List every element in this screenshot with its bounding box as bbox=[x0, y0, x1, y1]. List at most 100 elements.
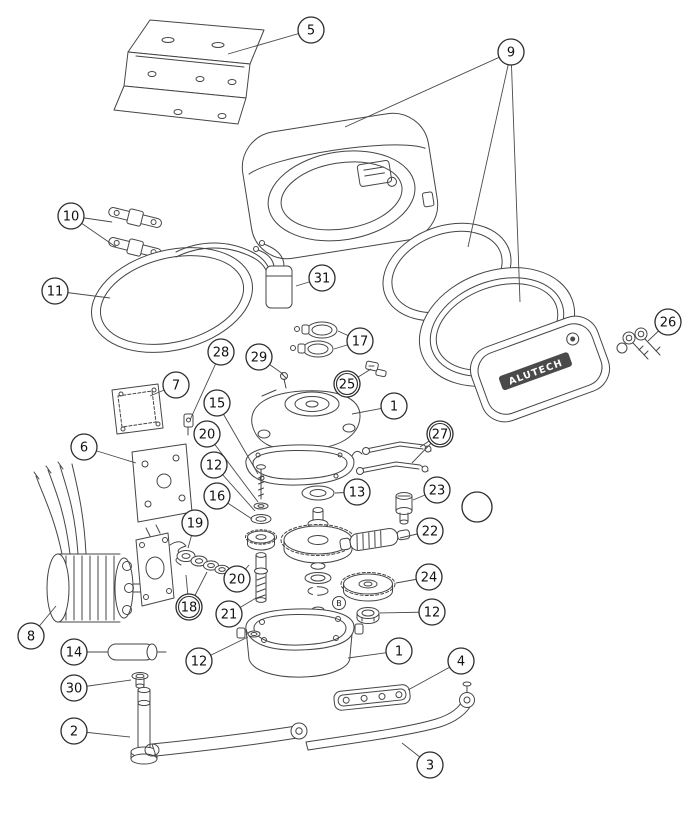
callout-21[interactable]: 21 bbox=[215, 600, 243, 628]
svg-text:10: 10 bbox=[63, 210, 80, 225]
callout-26[interactable]: 26 bbox=[654, 308, 682, 336]
svg-text:12: 12 bbox=[467, 500, 486, 516]
svg-text:16: 16 bbox=[209, 490, 226, 505]
svg-text:31: 31 bbox=[314, 272, 331, 287]
svg-text:24: 24 bbox=[421, 571, 438, 586]
svg-text:18: 18 bbox=[181, 601, 198, 616]
part-screw-29 bbox=[280, 372, 288, 389]
callout-23[interactable]: 23 bbox=[423, 476, 451, 504]
part-spring-washers bbox=[169, 541, 250, 581]
svg-text:26: 26 bbox=[660, 316, 677, 331]
part-motor bbox=[33, 461, 149, 623]
leader-line-9 bbox=[510, 51, 521, 303]
callout-5[interactable]: 5 bbox=[297, 16, 325, 44]
callout-10[interactable]: 10 bbox=[57, 202, 85, 230]
svg-text:12: 12 bbox=[424, 606, 441, 621]
callout-3[interactable]: 3 bbox=[416, 751, 444, 779]
callout-7[interactable]: 7 bbox=[162, 371, 190, 399]
part-pinion-gear bbox=[245, 529, 277, 551]
part-output-gear bbox=[340, 572, 396, 602]
svg-text:27: 27 bbox=[432, 428, 449, 443]
callout-28[interactable]: 28 bbox=[207, 338, 235, 366]
callout-15[interactable]: 15 bbox=[203, 389, 231, 417]
part-cable-clamps bbox=[290, 321, 338, 358]
callout-12-highlight[interactable]: 12 bbox=[461, 491, 493, 523]
callout-20-lower[interactable]: 20 bbox=[223, 565, 251, 593]
part-motor-flange bbox=[135, 524, 175, 607]
svg-text:25: 25 bbox=[339, 378, 356, 393]
svg-text:30: 30 bbox=[66, 682, 83, 697]
brand-band bbox=[498, 352, 572, 391]
part-curved-arm bbox=[305, 681, 475, 751]
callout-12-bottom[interactable]: 12 bbox=[185, 647, 213, 675]
callout-18[interactable]: 18 bbox=[175, 593, 203, 621]
svg-text:15: 15 bbox=[209, 397, 226, 412]
callout-6[interactable]: 6 bbox=[70, 433, 98, 461]
svg-text:2: 2 bbox=[70, 725, 78, 740]
callout-8[interactable]: 8 bbox=[17, 622, 45, 650]
part-washer-left bbox=[253, 502, 269, 510]
callout-17[interactable]: 17 bbox=[346, 327, 374, 355]
callout-1-top[interactable]: 1 bbox=[380, 392, 408, 420]
svg-text:1: 1 bbox=[390, 400, 398, 415]
callout-11[interactable]: 11 bbox=[41, 277, 69, 305]
callout-12-left[interactable]: 12 bbox=[200, 451, 228, 479]
part-screw-15 bbox=[256, 464, 266, 500]
callout-13[interactable]: 13 bbox=[343, 478, 371, 506]
part-capacitor-small bbox=[99, 643, 167, 661]
motor-wire bbox=[35, 475, 63, 555]
leader-line-9 bbox=[344, 51, 512, 128]
part-spacers-and-clip: B bbox=[304, 562, 346, 626]
callout-29[interactable]: 29 bbox=[245, 343, 273, 371]
svg-text:21: 21 bbox=[221, 608, 238, 623]
callout-22[interactable]: 22 bbox=[416, 517, 444, 545]
part-cover-seal-left bbox=[91, 247, 253, 353]
callout-27[interactable]: 27 bbox=[426, 420, 454, 448]
callout-19[interactable]: 19 bbox=[181, 509, 209, 537]
part-clip-28 bbox=[183, 413, 194, 436]
callout-9[interactable]: 9 bbox=[497, 38, 525, 66]
callout-20-upper[interactable]: 20 bbox=[193, 420, 221, 448]
part-gear-housing-bottom bbox=[236, 608, 364, 678]
detail-marker-circle bbox=[332, 596, 346, 610]
part-main-gear bbox=[280, 507, 356, 564]
part-gasket bbox=[245, 444, 355, 486]
leader-line-5 bbox=[227, 29, 312, 55]
svg-text:17: 17 bbox=[352, 335, 369, 350]
callout-1-bottom[interactable]: 1 bbox=[385, 637, 413, 665]
part-lamp-lid: ALUTECH bbox=[469, 315, 611, 423]
part-bushing-30 bbox=[131, 672, 149, 689]
svg-text:7: 7 bbox=[172, 379, 180, 394]
svg-text:20: 20 bbox=[229, 573, 246, 588]
svg-text:1: 1 bbox=[395, 645, 403, 660]
leader-line-15 bbox=[216, 402, 259, 475]
detail-marker-label: B bbox=[336, 599, 342, 608]
leader-line-20-upper bbox=[206, 433, 259, 503]
svg-text:20: 20 bbox=[199, 428, 216, 443]
callout-14[interactable]: 14 bbox=[60, 638, 88, 666]
callout-24[interactable]: 24 bbox=[415, 563, 443, 591]
part-mount-bracket bbox=[131, 443, 193, 523]
svg-text:11: 11 bbox=[47, 285, 64, 300]
callout-16[interactable]: 16 bbox=[203, 482, 231, 510]
svg-text:22: 22 bbox=[422, 525, 439, 540]
callout-12-right[interactable]: 12 bbox=[418, 598, 446, 626]
part-lock-plate bbox=[365, 360, 387, 378]
part-adjust-shaft bbox=[395, 492, 413, 525]
callout-2[interactable]: 2 bbox=[60, 717, 88, 745]
callout-4[interactable]: 4 bbox=[447, 647, 475, 675]
svg-text:4: 4 bbox=[457, 655, 465, 670]
part-pinion-shaft bbox=[254, 552, 268, 603]
callout-25[interactable]: 25 bbox=[333, 370, 361, 398]
part-main-cover bbox=[241, 112, 439, 260]
part-pivot-post bbox=[130, 686, 158, 765]
svg-text:28: 28 bbox=[213, 346, 230, 361]
callout-31[interactable]: 31 bbox=[308, 264, 336, 292]
callout-30[interactable]: 30 bbox=[60, 674, 88, 702]
part-top-mounting-plate bbox=[113, 19, 265, 125]
part-bearing-13 bbox=[301, 485, 335, 501]
part-bearing-16 bbox=[250, 514, 272, 524]
part-keys bbox=[616, 327, 661, 360]
